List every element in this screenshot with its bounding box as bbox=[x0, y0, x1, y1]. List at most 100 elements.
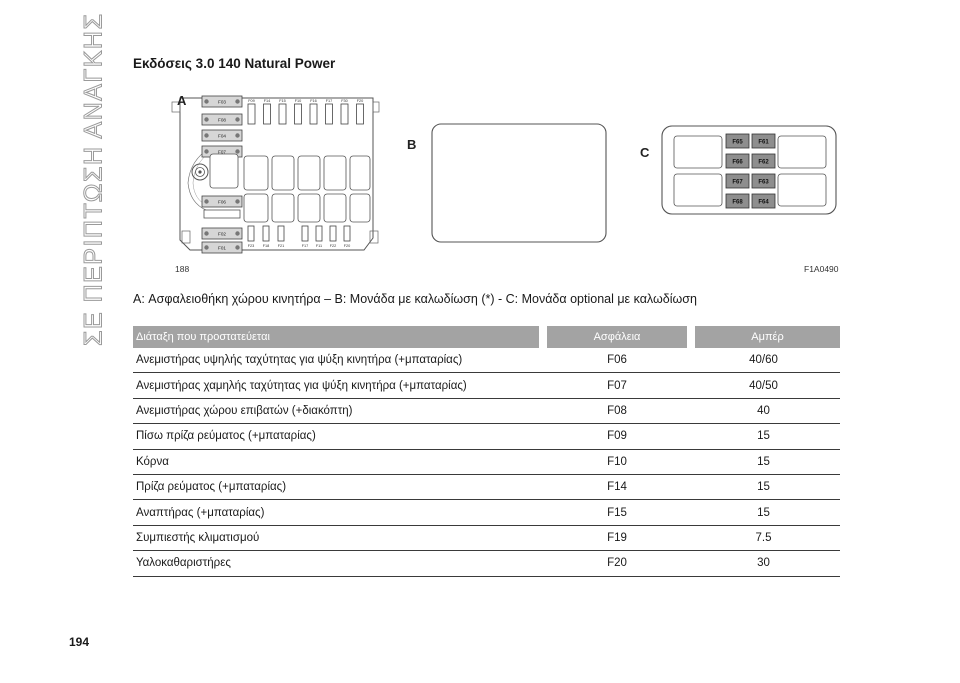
box-a-relay bbox=[349, 155, 371, 191]
box-c-relay bbox=[777, 135, 827, 169]
maxi-fuse-f02: F02 bbox=[201, 227, 243, 240]
box-c-fuse-f66: F66 bbox=[725, 153, 750, 169]
box-c-relay bbox=[777, 173, 827, 207]
cell-device: Ανεμιστήρας χαμηλής ταχύτητας για ψύξη κ… bbox=[136, 379, 467, 392]
box-a-relay bbox=[323, 155, 347, 191]
header-ampere: Αμπέρ bbox=[695, 326, 840, 348]
box-c-fuse-f68: F68 bbox=[725, 193, 750, 209]
maxi-fuse-f04: F04 bbox=[201, 129, 243, 142]
cell-device: Ανεμιστήρας υψηλής ταχύτητας για ψύξη κι… bbox=[136, 354, 463, 367]
cell-fuse: F07 bbox=[607, 379, 627, 392]
fuse-label: F66 bbox=[732, 160, 743, 166]
figure-label-a: A bbox=[177, 93, 187, 108]
mini-fuse-f17: F17 bbox=[301, 225, 309, 248]
fuse-label: F15 bbox=[279, 99, 286, 103]
maxi-fuse-f03: F03 bbox=[201, 95, 243, 108]
table-row: Υαλοκαθαριστήρες F20 30 bbox=[133, 551, 840, 577]
fuse-label: F04 bbox=[218, 134, 226, 139]
figure-ref-code: F1A0490 bbox=[804, 264, 839, 274]
fuse-label: F01 bbox=[218, 246, 226, 251]
maxi-fuse-f06: F06 bbox=[201, 195, 243, 208]
cell-device: Ανεμιστήρας χώρου επιβατών (+διακόπτη) bbox=[136, 404, 353, 417]
box-a-relay bbox=[209, 153, 239, 189]
box-a-clip bbox=[372, 101, 380, 113]
cell-fuse: F14 bbox=[607, 481, 627, 494]
cell-device: Υαλοκαθαριστήρες bbox=[136, 557, 231, 570]
fuse-label: F03 bbox=[218, 100, 226, 105]
box-c-relay bbox=[673, 135, 723, 169]
fuse-label: F18 bbox=[263, 244, 270, 248]
box-a-clip bbox=[171, 101, 181, 113]
box-a-relay bbox=[323, 193, 347, 223]
fuse-label: F14 bbox=[264, 99, 271, 103]
cell-device: Πρίζα ρεύματος (+μπαταρίας) bbox=[136, 481, 287, 494]
mini-fuse-f15: F15 bbox=[278, 99, 287, 125]
header-fuse: Ασφάλεια bbox=[547, 326, 687, 348]
mini-fuse-f14: F14 bbox=[263, 99, 271, 125]
fuse-label: F20 bbox=[344, 244, 351, 248]
mini-fuse-f22: F22 bbox=[329, 225, 337, 248]
cell-fuse: F20 bbox=[607, 557, 627, 570]
fuse-label: F21 bbox=[278, 244, 285, 248]
table-row: Κόρνα F10 15 bbox=[133, 450, 840, 475]
cell-fuse: F15 bbox=[607, 506, 627, 519]
cell-ampere: 30 bbox=[757, 557, 770, 570]
box-a-relay bbox=[243, 155, 269, 191]
cell-device: Αναπτήρας (+μπαταρίας) bbox=[136, 506, 265, 519]
fuse-label: F16 bbox=[310, 99, 317, 103]
figure-ref-left: 188 bbox=[175, 264, 190, 274]
table-row: Ανεμιστήρας χαμηλής ταχύτητας για ψύξη κ… bbox=[133, 373, 840, 399]
bolt-icon bbox=[191, 163, 209, 181]
table-row: Αναπτήρας (+μπαταρίας) F15 15 bbox=[133, 500, 840, 526]
fuse-label: F64 bbox=[758, 200, 769, 206]
cell-ampere: 40/50 bbox=[749, 379, 778, 392]
page-number: 194 bbox=[69, 635, 90, 649]
fuse-label: F17 bbox=[302, 244, 309, 248]
box-c-fuse-f63: F63 bbox=[751, 173, 776, 189]
box-c-fuse-f65: F65 bbox=[725, 133, 750, 149]
fuse-label: F17 bbox=[326, 99, 333, 103]
table-row: Πρίζα ρεύματος (+μπαταρίας) F14 15 bbox=[133, 475, 840, 501]
mini-fuse-f23: F23 bbox=[247, 225, 255, 248]
figure-label-c: C bbox=[640, 145, 650, 160]
fuse-label: F10 bbox=[295, 99, 302, 103]
mini-fuse-f20: F20 bbox=[356, 99, 364, 125]
fuse-label: F09 bbox=[248, 99, 255, 103]
cell-ampere: 40/60 bbox=[749, 354, 778, 367]
box-a-relay bbox=[243, 193, 269, 223]
box-a-slot bbox=[203, 209, 241, 219]
cell-ampere: 40 bbox=[757, 404, 770, 417]
figure-label-b: B bbox=[407, 137, 417, 152]
fuse-label: F11 bbox=[316, 244, 322, 248]
cell-fuse: F19 bbox=[607, 531, 627, 544]
box-a-relay bbox=[297, 155, 321, 191]
cell-ampere: 15 bbox=[757, 506, 770, 519]
table-header: Διάταξη που προστατεύεται Ασφάλεια Αμπέρ bbox=[133, 326, 840, 348]
mini-fuse-f18: F18 bbox=[262, 225, 270, 248]
cell-device: Πίσω πρίζα ρεύματος (+μπαταρίας) bbox=[136, 430, 316, 443]
chapter-side-title: ΣΕ ΠΕΡΙΠΤΩΣΗ ΑΝΑΓΚΗΣ bbox=[79, 12, 108, 346]
cell-device: Συμπιεστής κλιματισμού bbox=[136, 531, 260, 544]
box-c-fuse-f62: F62 bbox=[751, 153, 776, 169]
box-a-clip bbox=[181, 230, 191, 244]
box-c-fuse-f61: F61 bbox=[751, 133, 776, 149]
maxi-fuse-f01: F01 bbox=[201, 241, 243, 254]
box-c-fuse-f64: F64 bbox=[751, 193, 776, 209]
mini-fuse-f16: F16 bbox=[309, 99, 318, 125]
section-title: Εκδόσεις 3.0 140 Natural Power bbox=[133, 56, 336, 71]
mini-fuse-f10: F10 bbox=[294, 99, 302, 125]
table-row: Ανεμιστήρας υψηλής ταχύτητας για ψύξη κι… bbox=[133, 348, 840, 374]
mini-fuse-f09: F09 bbox=[247, 99, 256, 125]
table-row: Πίσω πρίζα ρεύματος (+μπαταρίας) F09 15 bbox=[133, 424, 840, 450]
fuse-label: F62 bbox=[758, 160, 769, 166]
mini-fuse-f11: F11 bbox=[315, 225, 323, 248]
fuse-table: Διάταξη που προστατεύεται Ασφάλεια Αμπέρ… bbox=[133, 326, 840, 577]
cell-ampere: 15 bbox=[757, 455, 770, 468]
cell-device: Κόρνα bbox=[136, 455, 169, 468]
box-a-relay bbox=[271, 193, 295, 223]
fuse-label: F63 bbox=[758, 180, 769, 186]
